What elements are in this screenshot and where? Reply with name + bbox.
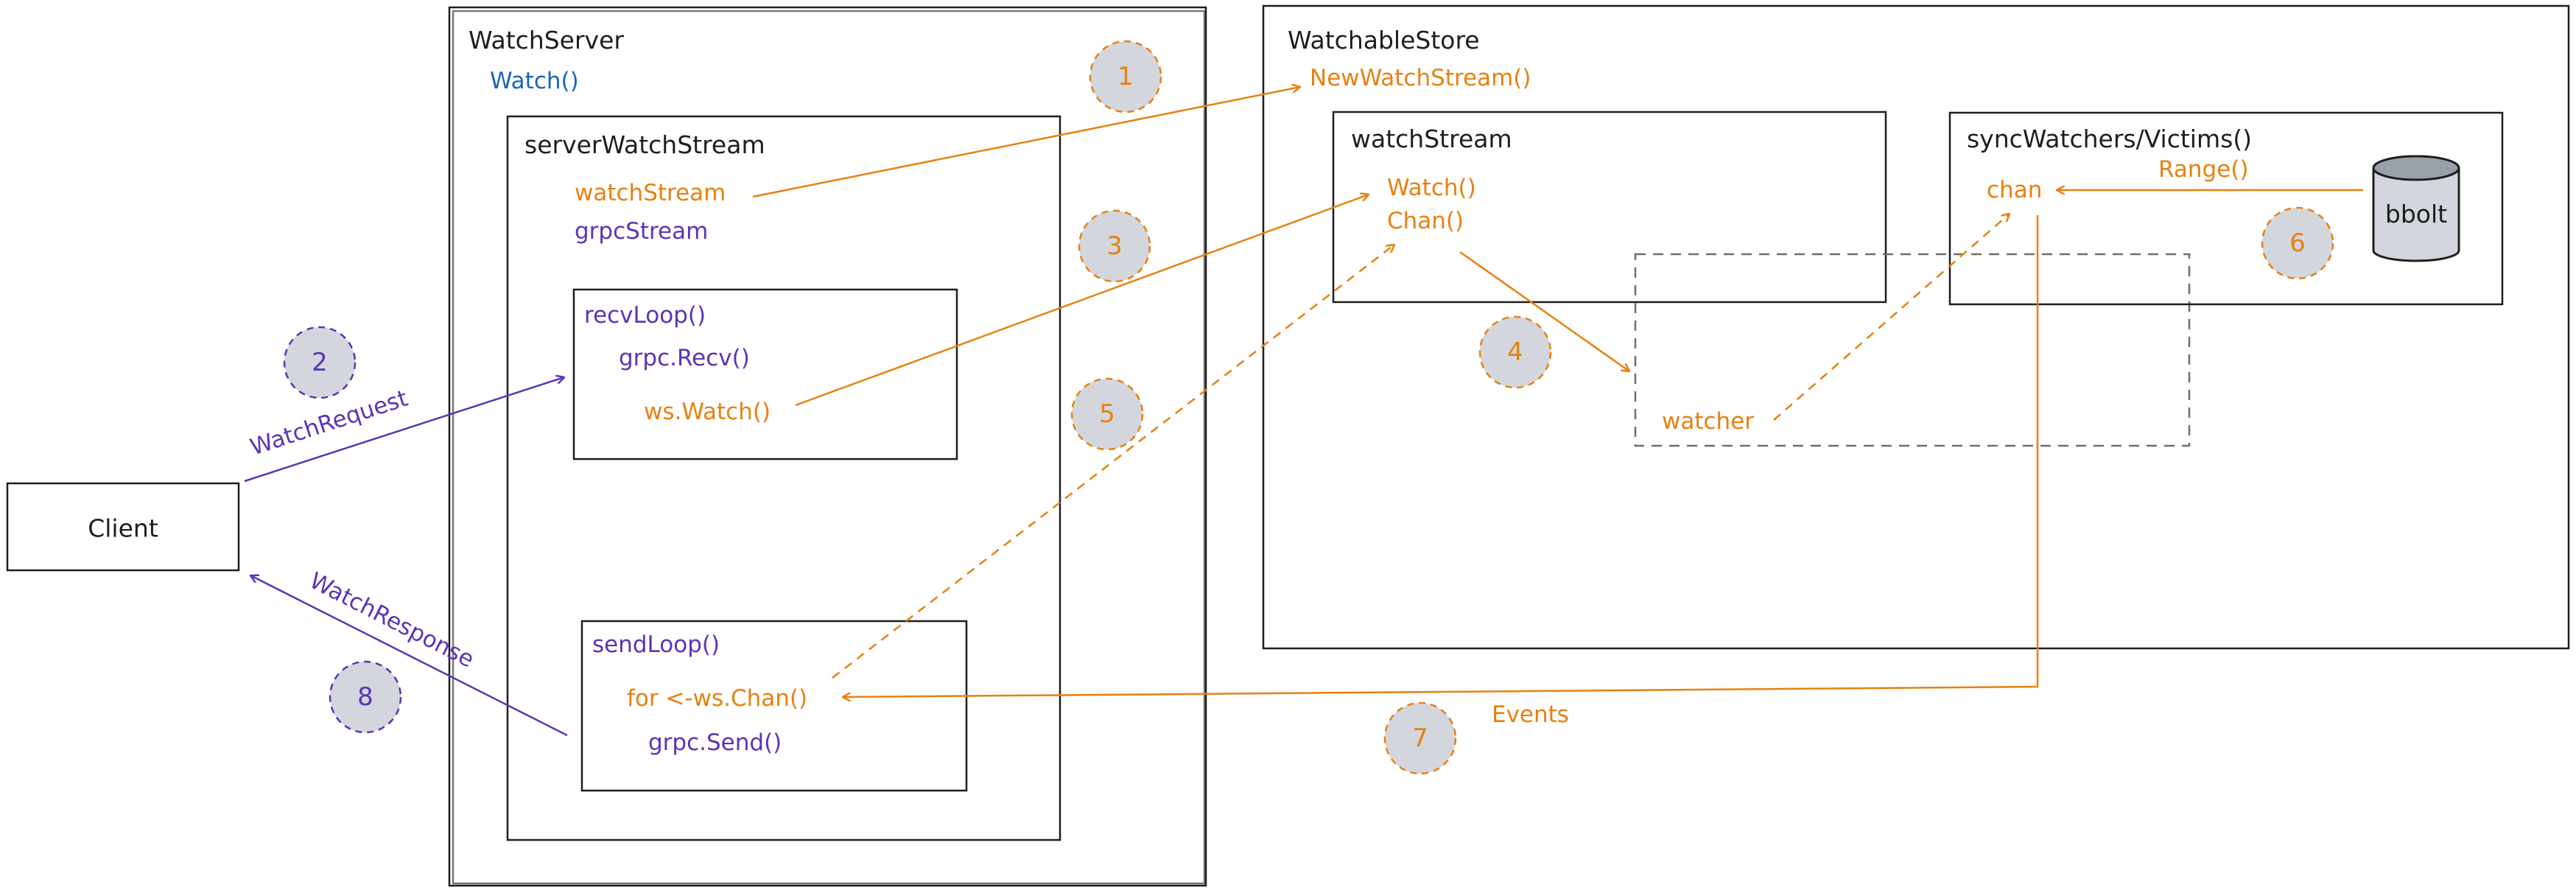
server-watch-stream-box	[506, 115, 1061, 841]
watch-server-box	[448, 6, 1207, 887]
send-loop-title: sendLoop()	[592, 631, 720, 658]
svg-text:1: 1	[1117, 62, 1134, 91]
send-loop-grpc-send: grpc.Send()	[648, 729, 782, 756]
arrow-watch-response	[250, 575, 568, 737]
watch-server-method: Watch()	[490, 68, 579, 94]
bbolt-label: bbolt	[2385, 200, 2447, 228]
watchable-store-box	[1262, 4, 2570, 650]
step-badge-8: 8	[329, 660, 402, 734]
recv-loop-ws-watch: ws.Watch()	[644, 399, 771, 425]
watch-stream-watch: Watch()	[1387, 175, 1476, 201]
recv-loop-grpc-recv: grpc.Recv()	[619, 345, 750, 371]
svg-text:4: 4	[1507, 337, 1523, 367]
client-label: Client	[88, 514, 158, 543]
field-watch-stream: watchStream	[575, 180, 726, 206]
watcher-label: watcher	[1662, 408, 1754, 435]
watch-server-title: WatchServer	[468, 26, 624, 55]
label-events: Events	[1492, 701, 1569, 728]
arrow-ws-watch	[795, 195, 1369, 407]
sync-watchers-title: syncWatchers/Victims()	[1967, 125, 2252, 153]
watch-stream-chan: Chan()	[1387, 208, 1464, 234]
recv-loop-box	[572, 288, 958, 460]
arrow-watch-request	[244, 377, 564, 483]
step-badge-1: 1	[1089, 40, 1162, 113]
svg-text:8: 8	[357, 682, 373, 712]
svg-text:6: 6	[2289, 228, 2306, 258]
svg-text:3: 3	[1106, 231, 1123, 261]
svg-text:5: 5	[1099, 399, 1115, 429]
svg-text:2: 2	[312, 348, 328, 377]
step-badge-6: 6	[2261, 206, 2334, 280]
send-loop-box	[580, 620, 968, 792]
watchable-store-method: NewWatchStream()	[1310, 65, 1531, 91]
step-badge-5: 5	[1070, 377, 1144, 451]
arrow-new-watch-stream	[752, 87, 1300, 198]
svg-text:7: 7	[1412, 724, 1428, 753]
arrow-events	[843, 215, 2039, 697]
sync-watchers-box	[1948, 111, 2504, 306]
watch-stream-title: watchStream	[1351, 125, 1512, 153]
step-badge-7: 7	[1383, 701, 1457, 775]
step-badge-4: 4	[1478, 315, 1552, 389]
arrow-send-loop-to-chan	[832, 245, 1394, 679]
arrow-watcher-to-chan	[1773, 214, 2010, 421]
sync-watchers-range: Range()	[2158, 156, 2248, 183]
step-badge-2: 2	[283, 326, 357, 399]
recv-loop-title: recvLoop()	[584, 302, 706, 329]
server-watch-stream-title: serverWatchStream	[524, 130, 765, 159]
send-loop-for-chan: for <-ws.Chan()	[627, 685, 807, 712]
client-box	[6, 482, 240, 572]
step-badge-3: 3	[1078, 209, 1151, 283]
field-grpc-stream: grpcStream	[575, 218, 708, 245]
arrow-chan-to-watcher	[1459, 251, 1629, 371]
sync-watchers-chan: chan	[1987, 177, 2042, 203]
watchable-store-title: WatchableStore	[1288, 26, 1480, 55]
bbolt-database-icon	[2372, 155, 2460, 262]
watch-server-box-inner-stroke	[452, 10, 1206, 885]
